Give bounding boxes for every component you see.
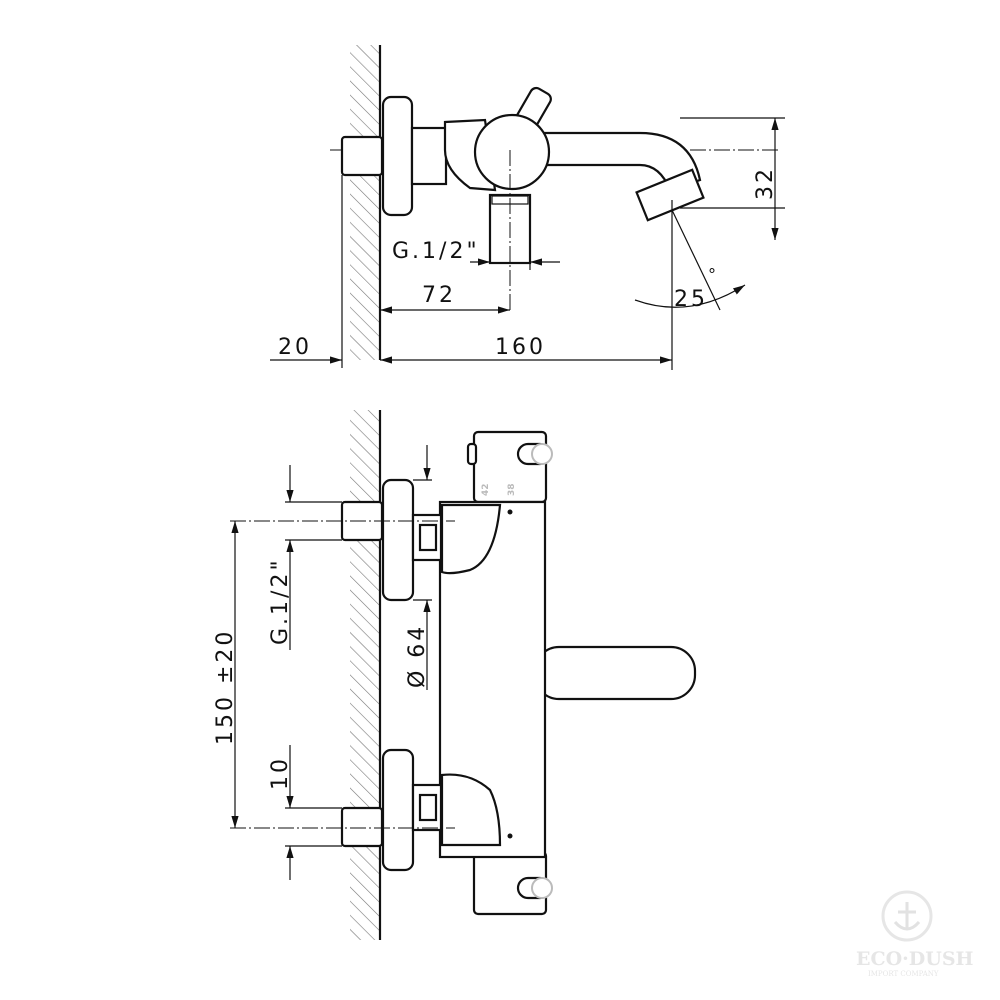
dim-diameter: Ø 64 <box>405 624 430 688</box>
dim-20: 20 <box>278 335 312 360</box>
scale-38: 38 <box>507 483 517 496</box>
inlet-pipe <box>340 135 384 177</box>
side-view: 32 25 ° G.1/2" 72 20 160 <box>270 45 785 370</box>
dim-160: 160 <box>495 335 546 360</box>
front-view: 42 38 150 ±20 G.1/2" 10 <box>213 410 697 940</box>
bottom-inlet <box>340 806 384 848</box>
wall-hatch <box>350 410 380 940</box>
thread-label-front: G.1/2" <box>268 557 293 645</box>
watermark-brand: ECO·DUSH <box>856 948 974 970</box>
watermark-subtitle: IMPORT COMPANY <box>868 970 939 978</box>
watermark-logo: ECO·DUSH IMPORT COMPANY <box>856 890 974 978</box>
connector <box>410 126 448 186</box>
spout-tip <box>635 168 705 222</box>
top-flange <box>381 478 415 602</box>
dim-32: 32 <box>753 166 778 200</box>
dim-72: 72 <box>422 283 456 308</box>
spout-stub <box>533 645 697 701</box>
dim-10: 10 <box>268 756 293 790</box>
wall-hatch <box>350 45 380 360</box>
bottom-flange <box>381 748 415 872</box>
thread-label-side: G.1/2" <box>392 239 480 264</box>
angle-unit: ° <box>708 265 716 284</box>
dim-150: 150 ±20 <box>213 629 238 745</box>
wall-flange <box>381 95 414 217</box>
spout <box>538 131 702 192</box>
scale-42: 42 <box>481 483 491 496</box>
dim-angle: 25 <box>674 287 708 312</box>
mixer-body <box>473 113 551 191</box>
anchor-icon <box>893 902 921 931</box>
